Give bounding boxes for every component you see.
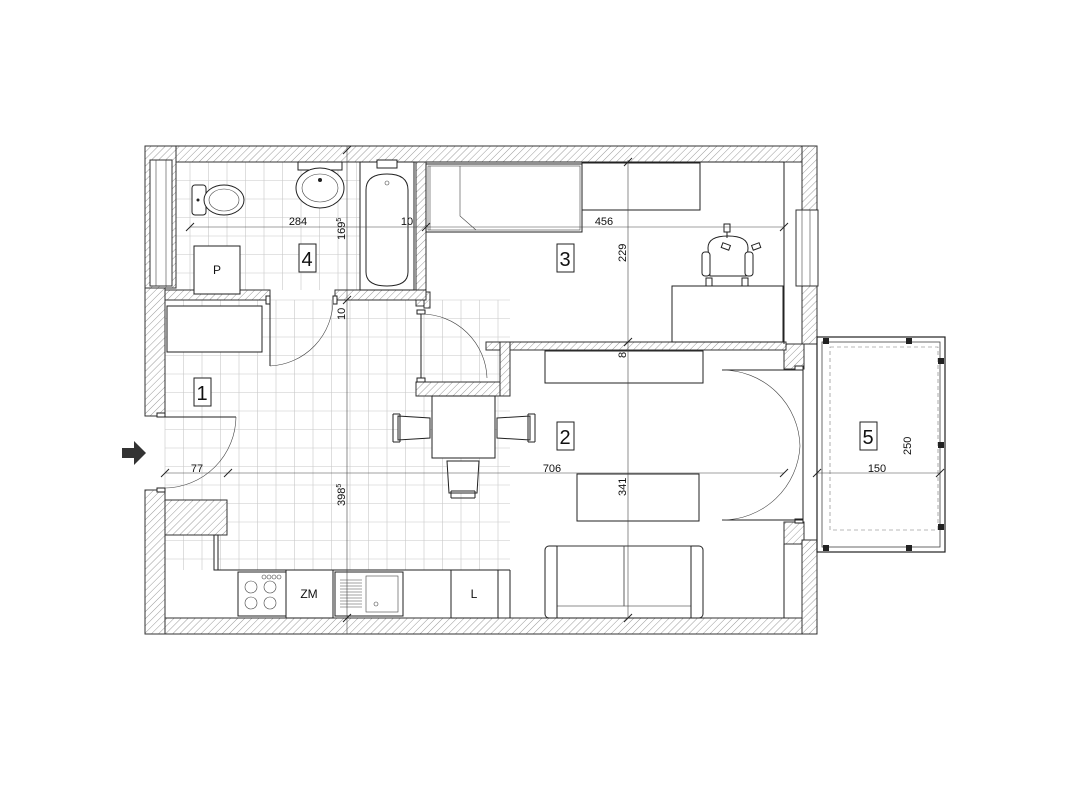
entrance-arrow-icon bbox=[122, 441, 146, 465]
dim-hall-depth: 3985 bbox=[336, 484, 348, 506]
bathroom-fixtures: P bbox=[191, 159, 415, 295]
svg-text:2: 2 bbox=[559, 427, 570, 449]
dim-bath-depth: 1695 bbox=[336, 218, 348, 240]
room-2-number: 2 bbox=[556, 421, 575, 451]
dim-hall-width: 77 bbox=[191, 463, 203, 475]
dining-set bbox=[392, 395, 536, 499]
svg-text:5: 5 bbox=[862, 427, 873, 449]
dim-bath-wall-lower: 10 bbox=[336, 308, 348, 320]
svg-text:4: 4 bbox=[301, 249, 312, 271]
coffee-table bbox=[576, 473, 700, 522]
kitchen: ZM L bbox=[213, 534, 511, 619]
fridge-box: L bbox=[450, 569, 499, 619]
dim-bath-wall: 10 bbox=[401, 216, 413, 228]
stove-icon bbox=[237, 571, 287, 617]
svg-text:1: 1 bbox=[196, 383, 207, 405]
chair-icon bbox=[446, 460, 480, 499]
balcony bbox=[816, 336, 946, 553]
desk bbox=[671, 285, 784, 343]
room-numbers: 1 2 3 4 5 bbox=[193, 243, 878, 451]
room-1-number: 1 bbox=[193, 377, 212, 407]
wardrobe bbox=[166, 305, 263, 353]
tv-cabinet bbox=[544, 350, 704, 384]
room-4-number: 4 bbox=[298, 243, 317, 273]
toilet-icon bbox=[191, 184, 245, 216]
dim-bedroom-depth: 229 bbox=[617, 244, 629, 262]
dim-balcony-width: 150 bbox=[868, 463, 886, 475]
dimension-lines bbox=[160, 145, 945, 634]
dim-partition: 8 bbox=[617, 352, 629, 358]
svg-text:3: 3 bbox=[559, 249, 570, 271]
dishwasher-box: ZM bbox=[285, 569, 334, 619]
living-furniture bbox=[544, 350, 704, 619]
fridge-label: L bbox=[471, 587, 478, 601]
entrance-door[interactable] bbox=[156, 412, 237, 493]
dishwasher-label: ZM bbox=[300, 587, 317, 601]
sofa-icon bbox=[544, 545, 704, 619]
chair-icon bbox=[496, 413, 536, 443]
bathtub-icon bbox=[359, 159, 415, 291]
bathroom-door[interactable] bbox=[265, 295, 338, 367]
room-3-number: 3 bbox=[556, 243, 575, 273]
dim-balcony-depth: 250 bbox=[902, 437, 914, 455]
office-chair-icon bbox=[701, 223, 762, 287]
bedroom-furniture bbox=[425, 162, 784, 343]
kitchen-sink-icon bbox=[334, 571, 404, 617]
dimension-labels: 284 1695 10 10 456 229 8 706 341 77 3985… bbox=[191, 216, 914, 506]
boiler-box: P bbox=[193, 245, 241, 295]
bed-icon bbox=[425, 163, 583, 233]
dim-living-depth: 341 bbox=[617, 478, 629, 496]
balcony-door[interactable] bbox=[721, 365, 804, 524]
shelf bbox=[581, 162, 701, 211]
dim-bath-width: 284 bbox=[289, 216, 307, 228]
dim-bedroom-width: 456 bbox=[595, 216, 613, 228]
doors bbox=[156, 295, 804, 524]
chair-icon bbox=[392, 413, 431, 443]
room-5-number: 5 bbox=[859, 421, 878, 451]
sink-icon bbox=[295, 161, 345, 209]
bedroom-door[interactable] bbox=[416, 309, 488, 383]
boiler-label: P bbox=[213, 263, 221, 277]
dim-living-width: 706 bbox=[543, 463, 561, 475]
exterior-walls bbox=[144, 145, 819, 635]
